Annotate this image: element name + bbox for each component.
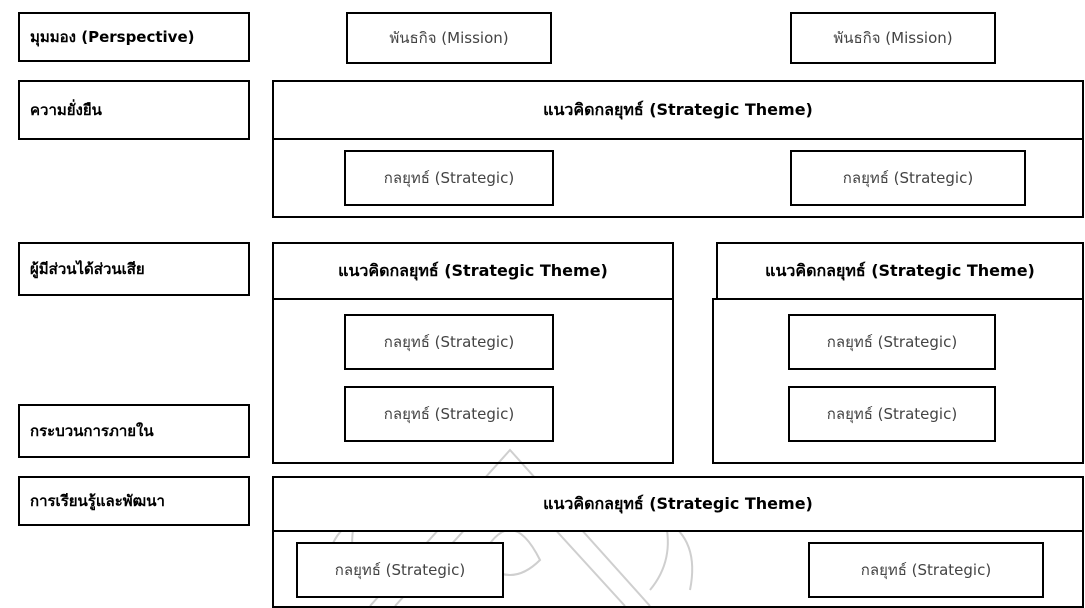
strategy-box: กลยุทธ์ (Strategic) [790,150,1026,206]
perspective-stakeholders: ผู้มีส่วนได้ส่วนเสีย [18,242,250,296]
perspective-header: มุมมอง (Perspective) [18,12,250,62]
strategic-theme-right: แนวคิดกลยุทธ์ (Strategic Theme) [716,242,1084,300]
perspective-internal-process: กระบวนการภายใน [18,404,250,458]
strategy-box: กลยุทธ์ (Strategic) [788,314,996,370]
strategic-theme-row3: แนวคิดกลยุทธ์ (Strategic Theme) [272,476,1084,532]
mission-box-right: พันธกิจ (Mission) [790,12,996,64]
strategy-box: กลยุทธ์ (Strategic) [344,386,554,442]
strategy-container-row1 [272,138,1084,218]
strategic-theme-left: แนวคิดกลยุทธ์ (Strategic Theme) [272,242,674,300]
strategy-box: กลยุทธ์ (Strategic) [808,542,1044,598]
strategy-container-left [272,298,674,464]
perspective-learning-growth: การเรียนรู้และพัฒนา [18,476,250,526]
strategy-box: กลยุทธ์ (Strategic) [296,542,504,598]
perspective-sustainability: ความยั่งยืน [18,80,250,140]
mission-box-left: พันธกิจ (Mission) [346,12,552,64]
strategy-box: กลยุทธ์ (Strategic) [344,314,554,370]
strategy-box: กลยุทธ์ (Strategic) [788,386,996,442]
strategy-container-right [712,298,1084,464]
strategic-theme-row1: แนวคิดกลยุทธ์ (Strategic Theme) [272,80,1084,140]
strategy-box: กลยุทธ์ (Strategic) [344,150,554,206]
